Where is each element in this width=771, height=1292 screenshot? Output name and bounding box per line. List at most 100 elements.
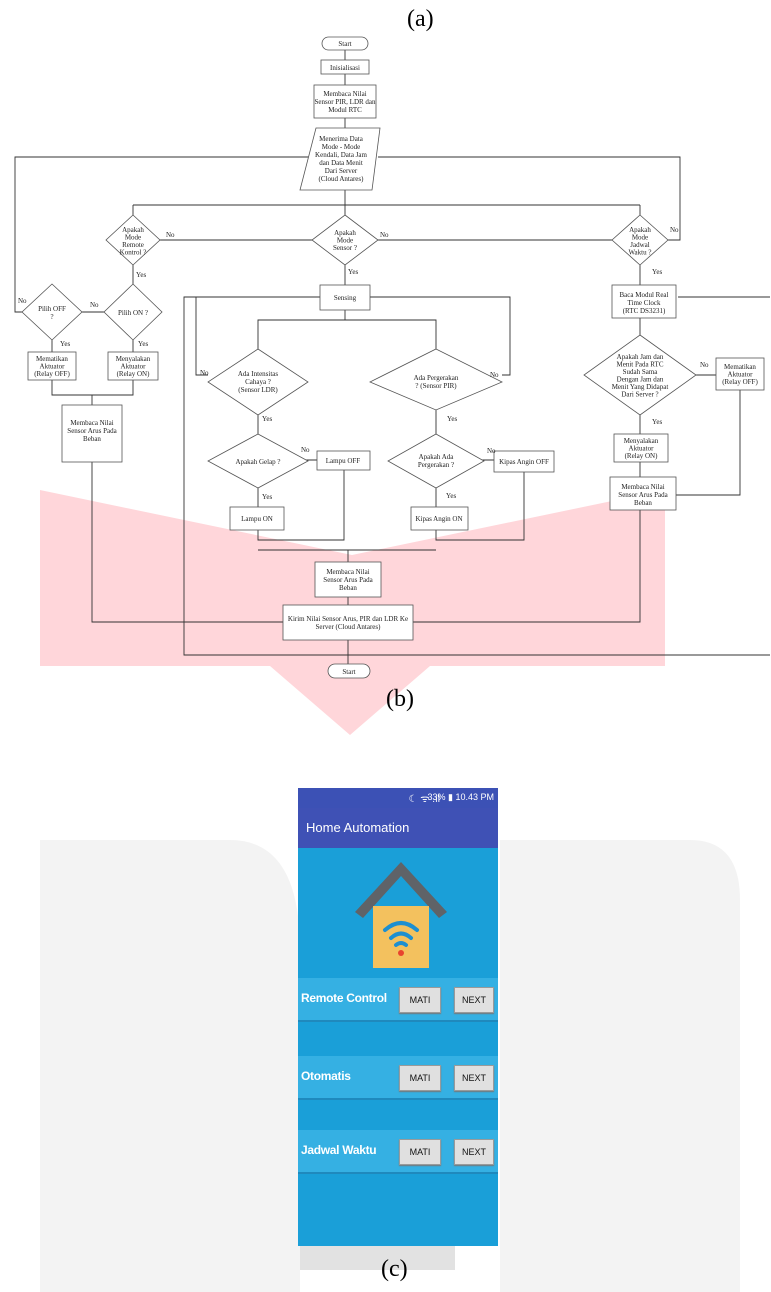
init-text: Inisialisasi — [330, 64, 360, 72]
send-box — [282, 604, 414, 641]
lampu-on-text: Lampu ON — [241, 515, 273, 523]
kipas-on-box — [410, 506, 469, 531]
nyalakan-box-1 — [107, 351, 159, 381]
start-text: Start — [338, 40, 351, 48]
yes-label: Yes — [652, 418, 662, 426]
init-box — [320, 59, 370, 75]
label-c: (c) — [381, 1256, 408, 1282]
flow-lines — [14, 50, 770, 664]
no-label: No — [487, 447, 496, 455]
no-label: No — [200, 369, 209, 377]
label-a: (a) — [407, 6, 434, 32]
dark-q-text: Apakah Gelap ? — [235, 458, 280, 466]
yes-label: Yes — [652, 268, 662, 276]
yes-label: Yes — [348, 268, 358, 276]
schedule-decision — [611, 214, 669, 266]
next-button[interactable]: NEXT — [454, 1139, 494, 1165]
read-sensors-box — [313, 84, 377, 119]
yes-label: Yes — [136, 271, 146, 279]
read-current-mid-box — [314, 561, 382, 598]
status-bar: ☾ ᯤ .ıl 33% ▮ 10.43 PM — [298, 788, 498, 808]
yes-label: Yes — [446, 492, 456, 500]
row-label: Remote Control — [301, 991, 387, 1005]
kipas-on-text: Kipas Angin ON — [415, 515, 462, 523]
app-bar: Home Automation — [298, 808, 498, 848]
matikan-box-2 — [715, 357, 765, 391]
no-label: No — [700, 361, 709, 369]
rtc-box — [611, 284, 677, 319]
matikan-box-1 — [27, 351, 77, 381]
yes-label: Yes — [138, 340, 148, 348]
pilih-off-text: Pilih OFF? — [38, 305, 66, 321]
nyalakan-box-2 — [613, 433, 669, 463]
pilih-off-decision — [21, 283, 83, 341]
branch-labels: No No No Yes Yes Yes No No Yes Yes No No… — [18, 226, 709, 501]
row-remote-control: Remote Control MATI NEXT — [298, 978, 498, 1022]
home-wifi-icon — [355, 862, 447, 968]
time-decision — [583, 334, 697, 416]
read-current-left-box — [61, 404, 123, 463]
flow-shapes — [21, 36, 765, 679]
status-text: 33% ▮ 10.43 PM — [427, 792, 495, 802]
pilih-on-decision — [103, 283, 163, 341]
row-otomatis: Otomatis MATI NEXT — [298, 1056, 498, 1100]
no-label: No — [490, 371, 499, 379]
sensing-text: Sensing — [334, 294, 357, 302]
no-label: No — [18, 297, 27, 305]
next-button[interactable]: NEXT — [454, 987, 494, 1013]
mati-button[interactable]: MATI — [399, 1139, 441, 1165]
no-label: No — [90, 301, 99, 309]
lampu-on-box — [229, 506, 285, 531]
row-label: Jadwal Waktu — [301, 1143, 377, 1157]
lampu-off-box — [316, 450, 371, 471]
yes-label: Yes — [262, 415, 272, 423]
pilih-on-text: Pilih ON ? — [118, 309, 148, 317]
lampu-off-text: Lampu OFF — [326, 457, 361, 465]
sensing-box — [319, 284, 371, 311]
sensor-decision — [311, 214, 379, 266]
next-button[interactable]: NEXT — [454, 1065, 494, 1091]
read-current-right-box — [609, 476, 677, 511]
ldr-decision — [207, 348, 309, 416]
dark-decision — [207, 433, 309, 489]
mati-button[interactable]: MATI — [399, 1065, 441, 1091]
yes-label: Yes — [447, 415, 457, 423]
kipas-off-box — [493, 450, 555, 473]
status-icons: ☾ ᯤ .ıl — [408, 794, 440, 805]
row-jadwal-waktu: Jadwal Waktu MATI NEXT — [298, 1130, 498, 1174]
no-label: No — [670, 226, 679, 234]
remote-decision — [105, 214, 161, 266]
move-decision — [387, 433, 485, 489]
pir-decision — [369, 348, 503, 411]
label-b: (b) — [386, 686, 414, 712]
no-label: No — [301, 446, 310, 454]
start-terminal — [321, 36, 369, 51]
phone-screen: ☾ ᯤ .ıl 33% ▮ 10.43 PM Home Automation R… — [298, 788, 498, 1246]
mati-button[interactable]: MATI — [399, 987, 441, 1013]
pir-q-text: Ada Pergerakan? (Sensor PIR) — [414, 374, 459, 390]
no-label: No — [380, 231, 389, 239]
yes-label: Yes — [262, 493, 272, 501]
kipas-off-text: Kipas Angin OFF — [499, 458, 549, 466]
end-text: Start — [342, 668, 355, 676]
receive-data-io — [299, 127, 381, 191]
end-terminal — [327, 663, 371, 679]
row-label: Otomatis — [301, 1069, 351, 1083]
